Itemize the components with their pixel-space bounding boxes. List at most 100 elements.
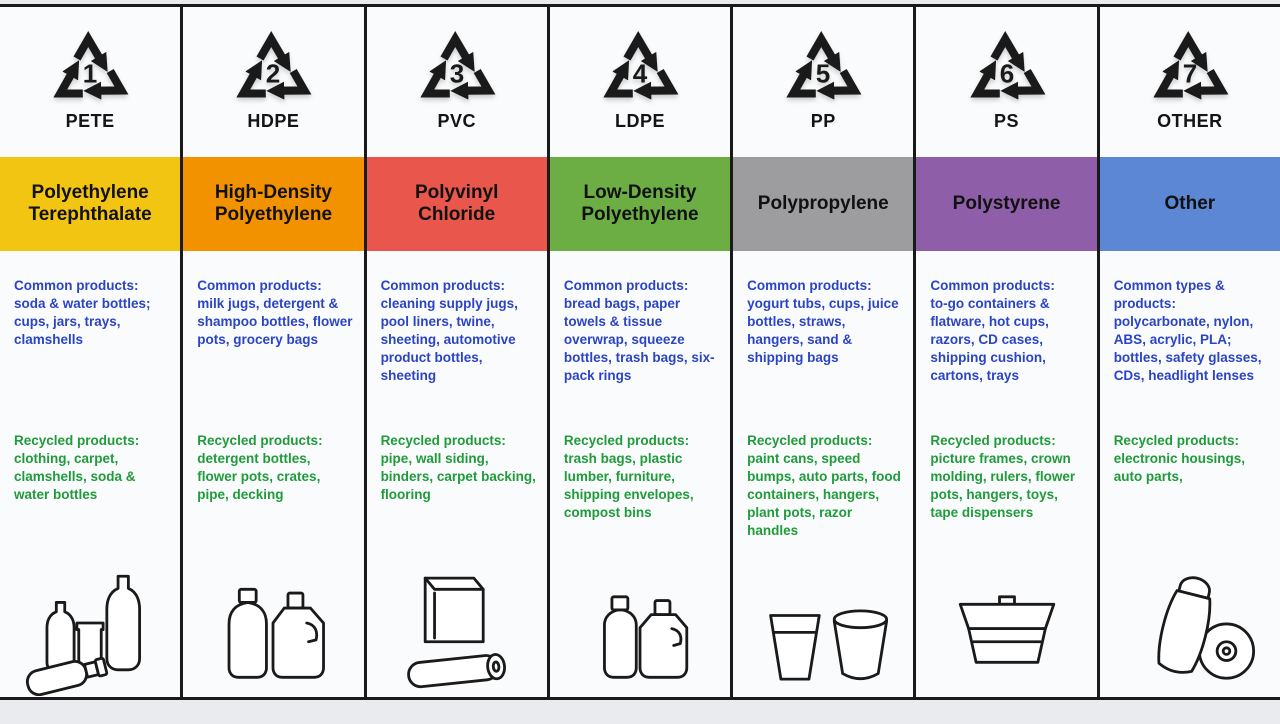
resin-code-number: 4 [633,59,648,89]
recycling-symbol-area-4: 4 LDPE [550,7,730,157]
material-name: Polystyrene [952,193,1061,215]
common-products-block: Common products: milk jugs, detergent & … [183,251,363,432]
recycled-products-label: Recycled products: [197,433,323,448]
common-products-text: bread bags, paper towels & tissue overwr… [563,296,715,384]
cup-tub-icon [733,564,913,697]
common-products-text: polycarbonate, nylon, ABS, acrylic, PLA;… [1113,314,1262,384]
resin-code-number: 6 [999,59,1014,89]
column-hdpe: 2 HDPE High-Density Polyethylene Common … [180,7,364,697]
common-products-label: Common products: [930,278,1055,293]
recycling-symbol-area-6: 6 PS [916,7,1096,157]
recycling-triangle-icon: 4 [603,30,679,100]
common-products-block: Common products: soda & water bottles; c… [0,251,180,432]
resin-code-abbreviation: PETE [65,111,115,131]
column-ldpe: 4 LDPE Low-Density Polyethylene Common p… [546,7,731,697]
recycled-products-block: Recycled products: paint cans, speed bum… [733,432,913,564]
recycling-symbol-area-5: 5 PP [733,7,913,157]
squeeze-bottle-jug-icon [550,564,730,697]
material-name: Polyvinyl Chloride [414,182,499,225]
common-products-label: Common products: [563,278,689,293]
recycling-symbol-area-3: 3 PVC [367,7,547,157]
common-products-label: Common products: [14,278,139,293]
recycled-products-block: Recycled products: pipe, wall siding, bi… [367,432,547,564]
recycling-symbol-area-2: 2 HDPE [183,7,363,157]
common-products-text: milk jugs, detergent & shampoo bottles, … [197,296,353,348]
recycled-products-label: Recycled products: [930,433,1056,448]
common-products-text: yogurt tubs, cups, juice bottles, straws… [747,296,899,366]
column-pvc: 3 PVC Polyvinyl Chloride Common products… [363,7,547,697]
recycling-triangle-icon: 7 [1153,30,1229,100]
recycling-symbol-area-1: 1 PETE [0,7,180,157]
recycled-products-block: Recycled products: electronic housings, … [1100,432,1280,564]
recycled-products-text: pipe, wall siding, binders, carpet backi… [380,451,536,503]
common-products-block: Common products: yogurt tubs, cups, juic… [733,251,913,432]
plastic-recycling-codes-table: 1 PETE Polyethylene Terephthalate Common… [0,7,1280,697]
recycling-triangle-icon: 2 [236,30,312,100]
recycling-triangle-icon: 5 [786,30,862,100]
recycling-triangle-icon: 6 [969,30,1045,100]
bottles-jars-icon [0,564,180,697]
bottle-cd-icon [1100,564,1280,697]
material-name: Low-Density Polyethylene [581,182,699,225]
common-products-block: Common products: cleaning supply jugs, p… [367,251,547,432]
resin-code-abbreviation: HDPE [247,111,300,131]
recycling-triangle-icon: 3 [420,30,496,100]
recycling-symbol-area-7: 7 OTHER [1100,7,1280,157]
top-border-line [0,4,1280,7]
recycled-products-text: electronic housings, auto parts, [1113,451,1245,485]
material-name: Polyethylene Terephthalate [28,182,152,225]
recycled-products-label: Recycled products: [14,433,140,448]
column-other: 7 OTHER Other Common types & products: p… [1096,7,1280,697]
resin-code-abbreviation: OTHER [1157,111,1223,131]
recycled-products-text: trash bags, plastic lumber, furniture, s… [563,451,694,521]
common-products-block: Common types & products: polycarbonate, … [1100,251,1280,432]
common-products-label: Common products: [197,278,322,293]
recycled-products-text: paint cans, speed bumps, auto parts, foo… [747,451,901,539]
material-name-banner: Other [1099,157,1280,251]
material-name-banner: High-Density Polyethylene [183,157,364,251]
resin-code-number: 3 [449,59,464,89]
resin-code-abbreviation: PS [994,111,1020,131]
material-name: Other [1164,193,1216,215]
column-ps: 6 PS Polystyrene Common products: to-go … [913,7,1097,697]
common-products-label: Common types & products: [1113,278,1225,312]
material-name-banner: Low-Density Polyethylene [549,157,731,251]
common-products-text: cleaning supply jugs, pool liners, twine… [380,296,518,384]
common-products-label: Common products: [747,278,872,293]
common-products-block: Common products: bread bags, paper towel… [550,251,730,432]
resin-code-number: 5 [816,59,831,89]
recycled-products-text: picture frames, crown molding, rulers, f… [930,451,1076,521]
resin-code-abbreviation: PP [810,111,836,131]
resin-code-number: 7 [1183,59,1198,89]
recycled-products-label: Recycled products: [747,433,873,448]
common-products-text: to-go containers & flatware, hot cups, r… [930,296,1050,384]
recycled-products-block: Recycled products: clothing, carpet, cla… [0,432,180,564]
column-pete: 1 PETE Polyethylene Terephthalate Common… [0,7,181,697]
recycled-products-label: Recycled products: [380,433,506,448]
resin-code-abbreviation: LDPE [614,111,665,131]
bottom-border-line [0,697,1280,700]
recycling-triangle-icon: 1 [53,30,129,100]
recycled-products-label: Recycled products: [1113,433,1239,448]
bag-sheeting-roll-icon [367,564,547,697]
material-name-banner: Polyethylene Terephthalate [0,157,181,251]
recycled-products-block: Recycled products: detergent bottles, fl… [183,432,363,564]
recycled-products-text: detergent bottles, flower pots, crates, … [197,451,321,503]
column-pp: 5 PP Polypropylene Common products: yogu… [730,7,914,697]
clamshell-container-icon [916,564,1096,697]
material-name-banner: Polystyrene [916,157,1097,251]
resin-code-number: 1 [83,59,98,89]
recycled-products-block: Recycled products: trash bags, plastic l… [550,432,730,564]
material-name-banner: Polypropylene [733,157,914,251]
resin-code-number: 2 [266,59,281,89]
common-products-block: Common products: to-go containers & flat… [916,251,1096,432]
recycled-products-label: Recycled products: [563,433,690,448]
jugs-icon [183,564,363,697]
common-products-text: soda & water bottles; cups, jars, trays,… [14,296,151,348]
material-name: High-Density Polyethylene [214,182,333,225]
common-products-label: Common products: [380,278,506,293]
resin-code-abbreviation: PVC [437,111,476,131]
material-name-banner: Polyvinyl Chloride [366,157,547,251]
recycled-products-text: clothing, carpet, clamshells, soda & wat… [14,451,136,503]
recycled-products-block: Recycled products: picture frames, crown… [916,432,1096,564]
